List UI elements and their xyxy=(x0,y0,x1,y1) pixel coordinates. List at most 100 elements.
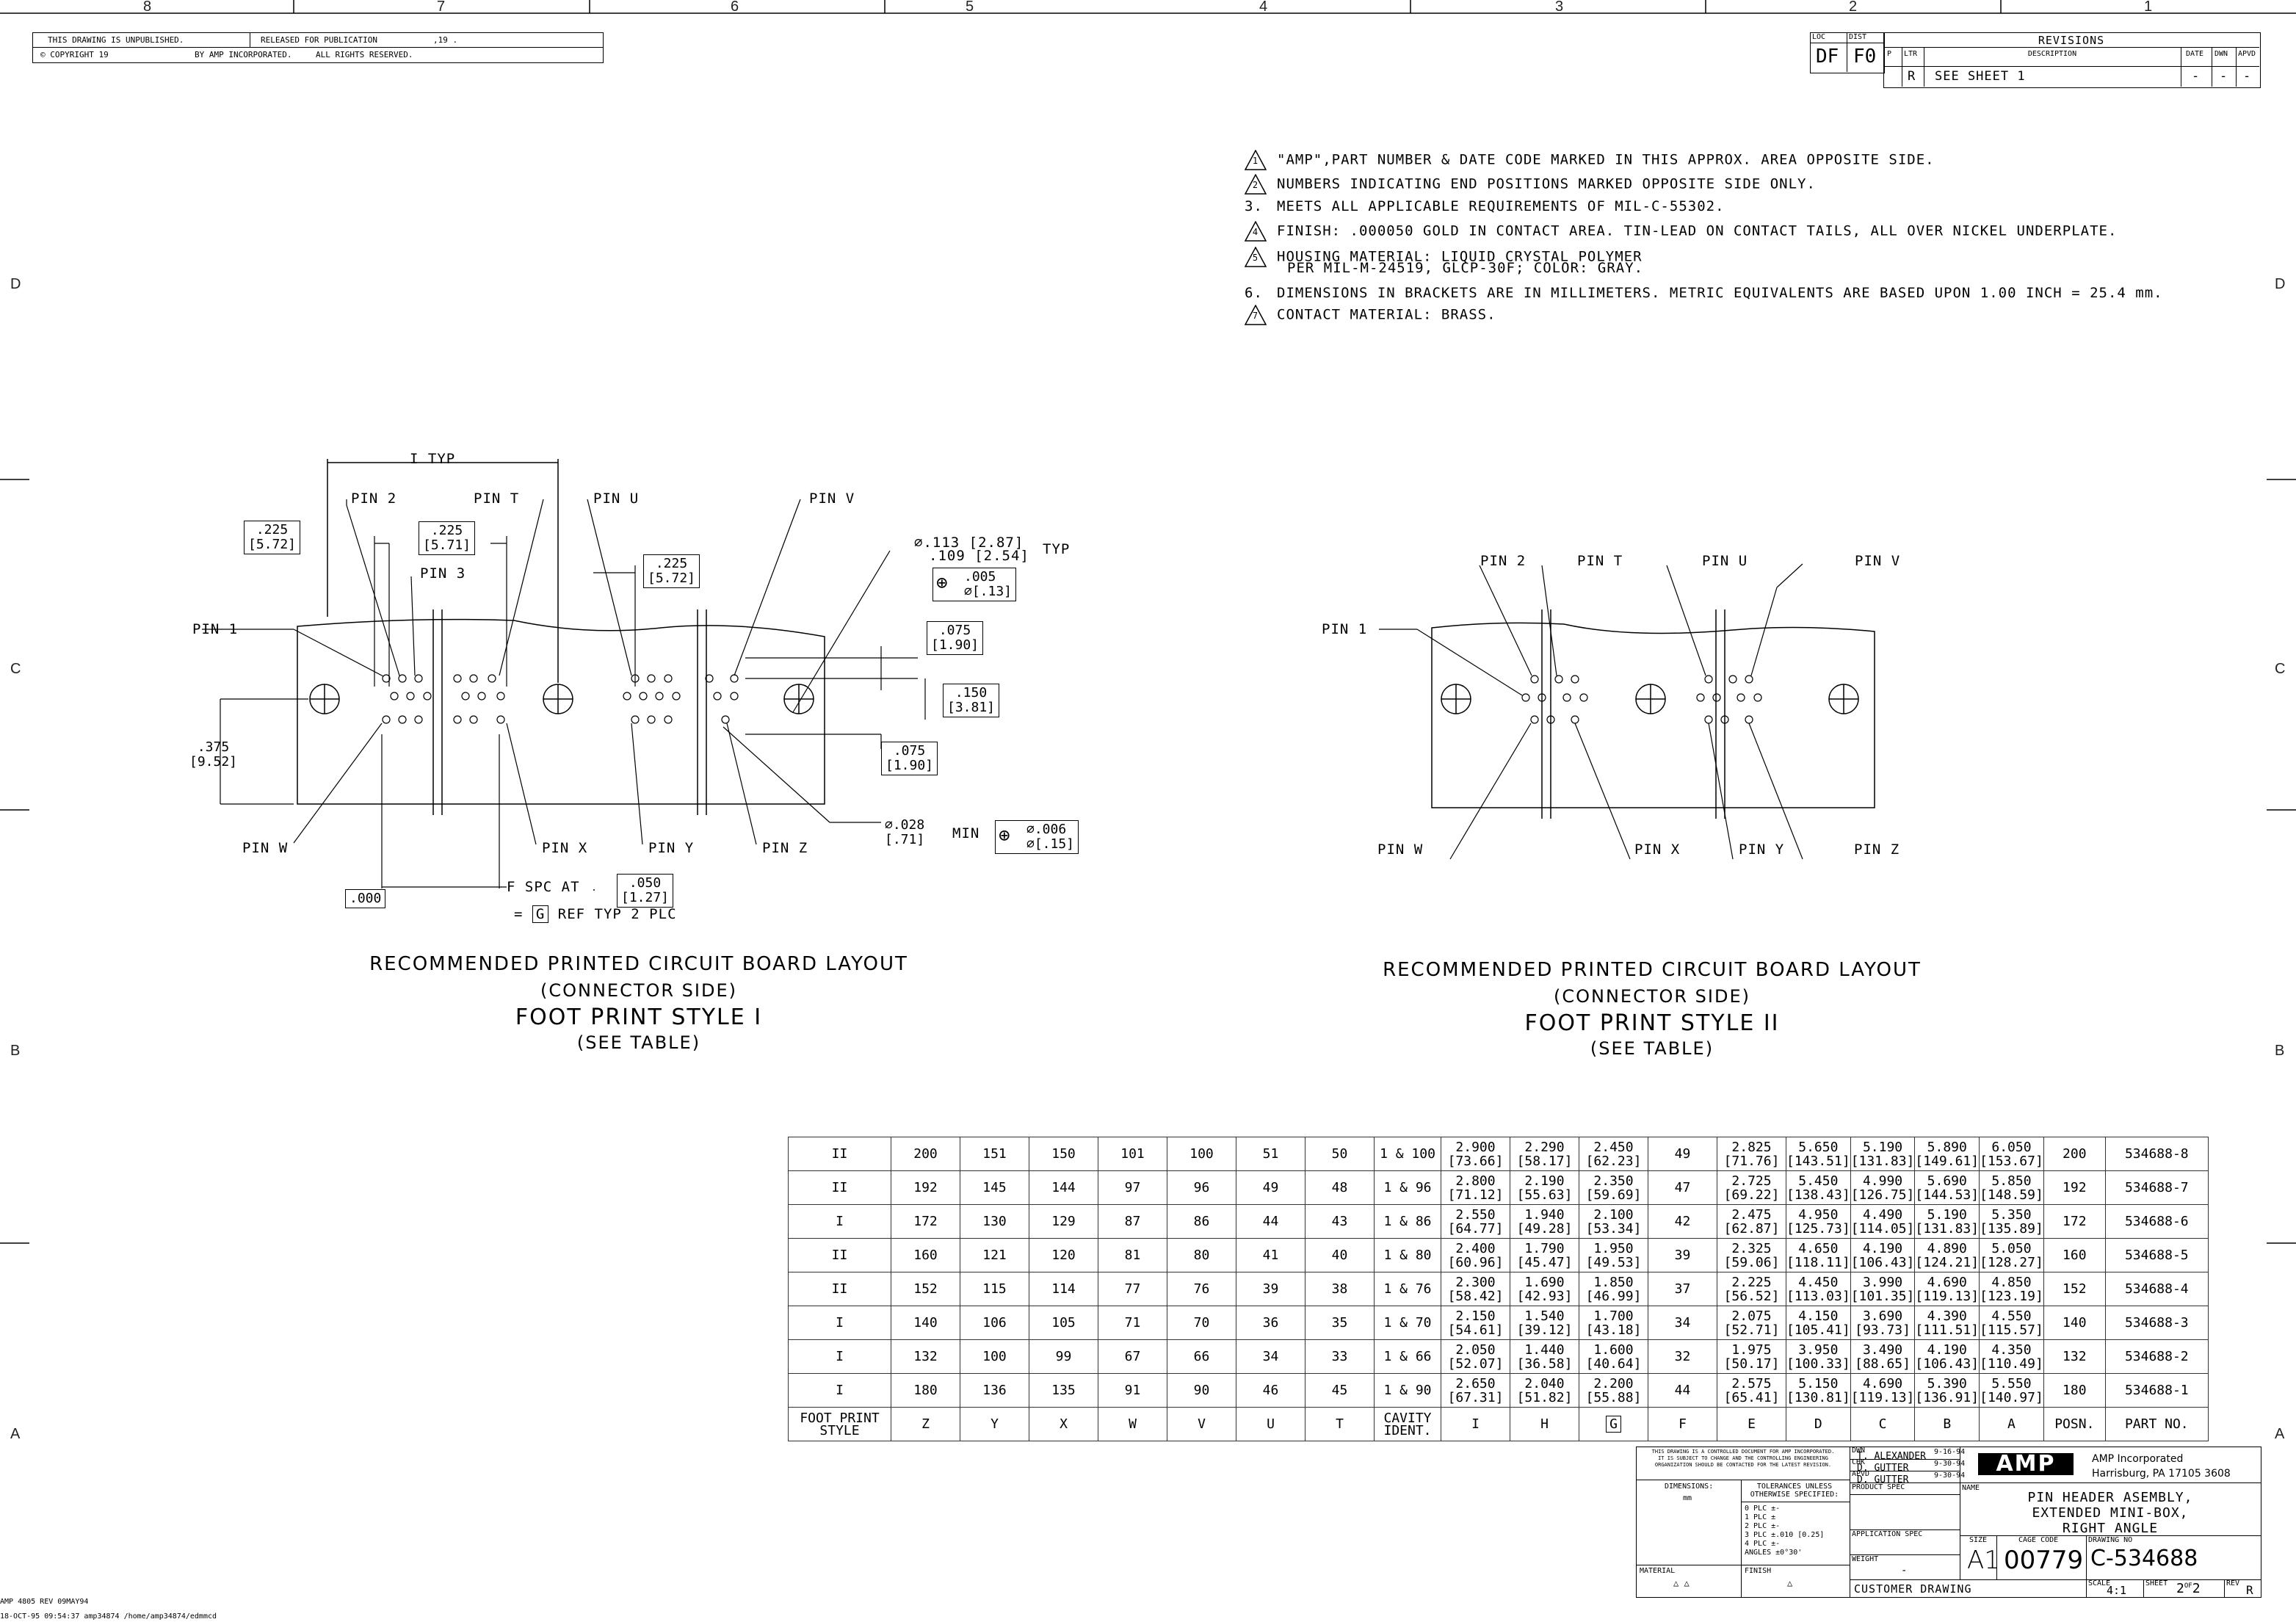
table-cell: 2.075[52.71] xyxy=(1717,1306,1786,1340)
table-cell: 2.725[69.22] xyxy=(1717,1170,1786,1205)
table-cell: 50 xyxy=(1305,1137,1375,1171)
table-cell: 534688-1 xyxy=(2104,1373,2209,1408)
table-cell: 534688-7 xyxy=(2104,1170,2209,1205)
position-tolerance-box: ⊕ ⌀.006⌀[.15] xyxy=(995,820,1079,854)
zone-label: C xyxy=(2275,661,2286,677)
table-cell: 51 xyxy=(1236,1137,1305,1171)
cage-code-label: CAGE CODE xyxy=(2018,1536,2059,1544)
pin-t-label: PIN T xyxy=(474,490,520,507)
table-cell: 5.190[131.83] xyxy=(1914,1204,1980,1239)
note-text: CONTACT MATERIAL: BRASS. xyxy=(1277,306,1496,323)
table-cell: 180 xyxy=(2043,1373,2106,1408)
table-header: Y xyxy=(960,1407,1029,1441)
table-cell: 91 xyxy=(1098,1373,1167,1408)
table-cell: 4.690[119.13] xyxy=(1850,1373,1916,1408)
table-cell: 132 xyxy=(891,1339,960,1374)
flag-note-icon: 4 xyxy=(1244,220,1267,242)
pin-diameter: ⌀.028[.71] xyxy=(885,817,925,847)
table-cell: 6.050[153.67] xyxy=(1979,1137,2044,1171)
rev-value: R xyxy=(2246,1583,2253,1597)
table-cell: 1 & 76 xyxy=(1374,1272,1441,1306)
amp-logo: AMP xyxy=(1978,1453,2074,1475)
table-cell: I xyxy=(788,1339,891,1374)
table-cell: 33 xyxy=(1305,1339,1375,1374)
table-cell: 49 xyxy=(1236,1170,1305,1205)
table-cell: 47 xyxy=(1648,1170,1717,1205)
table-cell: 534688-4 xyxy=(2104,1272,2209,1306)
pin-z-label: PIN Z xyxy=(1854,841,1900,858)
table-cell: 32 xyxy=(1648,1339,1717,1374)
flag-note-icon: 5 xyxy=(1244,246,1267,267)
pin-w-label: PIN W xyxy=(242,840,289,856)
title-block: THIS DRAWING IS A CONTROLLED DOCUMENT FO… xyxy=(1636,1447,2261,1598)
table-cell: 45 xyxy=(1305,1373,1375,1408)
table-header: G xyxy=(1579,1407,1648,1441)
table-cell: 144 xyxy=(1029,1170,1098,1205)
table-cell: 5.390[136.91] xyxy=(1914,1373,1980,1408)
table-cell: 2.350[59.69] xyxy=(1579,1170,1648,1205)
scale-value: 4:1 xyxy=(2107,1584,2127,1597)
apvd-label: APVD xyxy=(2238,50,2256,58)
table-cell: 2.325[59.06] xyxy=(1717,1238,1786,1272)
position-icon: ⊕ xyxy=(999,825,1010,847)
table-cell: I xyxy=(788,1204,891,1239)
zone-label: 1 xyxy=(2144,0,2153,15)
table-cell: 3.950[100.33] xyxy=(1786,1339,1851,1374)
table-cell: 39 xyxy=(1648,1238,1717,1272)
pin-w-label: PIN W xyxy=(1377,841,1424,858)
note-number: 6. xyxy=(1245,285,1263,301)
typ-note: TYP xyxy=(1043,541,1071,557)
zone-label: 7 xyxy=(437,0,446,15)
table-cell: 4.990[126.75] xyxy=(1850,1170,1916,1205)
table-cell: 1.975[50.17] xyxy=(1717,1339,1786,1374)
table-cell: 81 xyxy=(1098,1238,1167,1272)
revisions-block: LOC DIST DF F0 REVISIONS P LTR DESCRIPTI… xyxy=(1810,32,2261,88)
plot-stamp: 18-OCT-95 09:54:37 amp34874 /home/amp348… xyxy=(0,1612,217,1621)
apvd-label: APVD xyxy=(1852,1470,1870,1478)
table-cell: 4.150[105.41] xyxy=(1786,1306,1851,1340)
view2-title-line4: (SEE TABLE) xyxy=(1590,1038,1714,1059)
table-cell: II xyxy=(788,1137,891,1171)
revision-date: - xyxy=(2192,69,2200,84)
pin-2-label: PIN 2 xyxy=(1480,553,1527,569)
table-cell: 3.690[93.73] xyxy=(1850,1306,1916,1340)
view1-title-line4: (SEE TABLE) xyxy=(576,1032,701,1053)
zone-label: B xyxy=(2275,1043,2285,1059)
table-cell: 2.550[64.77] xyxy=(1441,1204,1510,1239)
pin-y-label: PIN Y xyxy=(1739,841,1785,858)
product-spec-label: PRODUCT SPEC xyxy=(1852,1483,1905,1491)
flag-note-icon: 7 xyxy=(1244,304,1267,325)
table-cell: 37 xyxy=(1648,1272,1717,1306)
table-cell: 4.490[114.05] xyxy=(1850,1204,1916,1239)
table-cell: 4.550[115.57] xyxy=(1979,1306,2044,1340)
dist-value: F0 xyxy=(1853,46,1877,68)
table-cell: 5.650[143.51] xyxy=(1786,1137,1851,1171)
weight-value: - xyxy=(1901,1565,1908,1576)
table-cell: 152 xyxy=(2043,1272,2106,1306)
dimension-150-box: .150[3.81] xyxy=(943,684,1000,717)
pin-z-label: PIN Z xyxy=(762,840,808,856)
table-header: A xyxy=(1979,1407,2044,1441)
view1-title-line1: RECOMMENDED PRINTED CIRCUIT BOARD LAYOUT xyxy=(369,953,908,975)
description-label: DESCRIPTION xyxy=(2027,50,2077,58)
table-cell: 70 xyxy=(1167,1306,1236,1340)
table-cell: 150 xyxy=(1029,1137,1098,1171)
note-number: 3. xyxy=(1245,198,1263,214)
table-cell: I xyxy=(788,1306,891,1340)
table-cell: 172 xyxy=(2043,1204,2106,1239)
table-cell: 192 xyxy=(2043,1170,2106,1205)
material-flag-icons: △ △ xyxy=(1673,1578,1690,1588)
view2-title-line1: RECOMMENDED PRINTED CIRCUIT BOARD LAYOUT xyxy=(1383,959,1922,981)
revision-letter: R xyxy=(1908,69,1916,84)
part-name: PIN HEADER ASEMBLY,EXTENDED MINI-BOX,RIG… xyxy=(2027,1490,2193,1536)
table-cell: 105 xyxy=(1029,1306,1098,1340)
zone-label: B xyxy=(10,1043,21,1059)
application-spec-label: APPLICATION SPEC xyxy=(1852,1530,1923,1538)
table-cell: 4.390[111.51] xyxy=(1914,1306,1980,1340)
table-cell: 534688-5 xyxy=(2104,1238,2209,1272)
weight-label: WEIGHT xyxy=(1852,1555,1879,1563)
